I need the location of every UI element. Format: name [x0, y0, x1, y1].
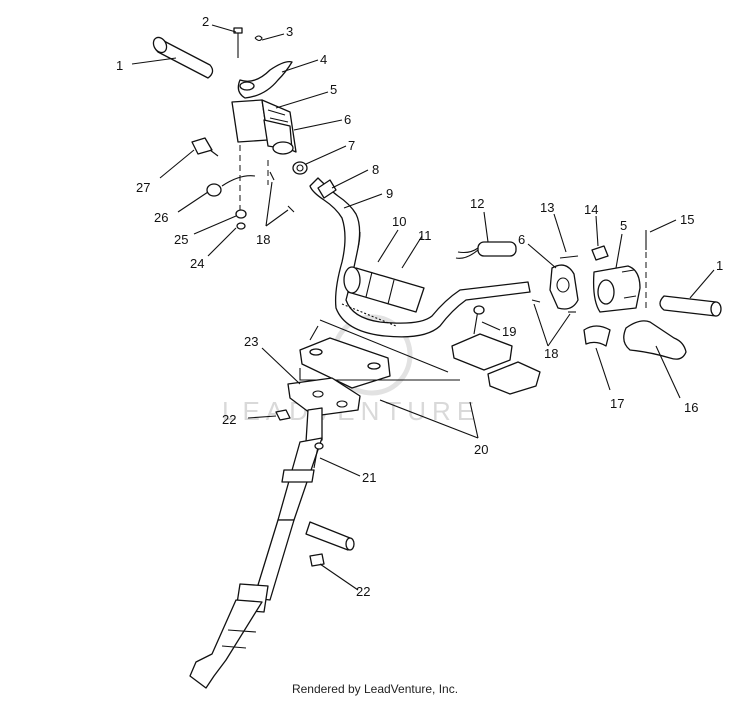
callout-6-left: 6: [344, 112, 351, 127]
part-bolt-top: [233, 27, 243, 58]
part-washer-25: [235, 209, 247, 219]
callout-22-lower: 22: [356, 584, 370, 599]
part-14: [591, 245, 609, 261]
callout-10: 10: [392, 214, 406, 229]
callout-5-left: 5: [330, 82, 337, 97]
footer-credit: Rendered by LeadVenture, Inc.: [291, 682, 459, 696]
part-mount-plate-23: [287, 377, 361, 417]
callouts: 1 2 3 4 5 6 7 8 9 10 11 12 13 14 5 15 1 …: [116, 14, 723, 599]
part-lever-right: [623, 320, 687, 360]
part-bushing: [292, 161, 308, 175]
callout-14: 14: [584, 202, 598, 217]
part-ring: [254, 35, 263, 42]
part-handlebar: [309, 177, 531, 338]
callout-2: 2: [202, 14, 209, 29]
part-switch-housing-left: [231, 99, 297, 155]
callout-17: 17: [610, 396, 624, 411]
callout-27: 27: [136, 180, 150, 195]
callout-6-right: 6: [518, 232, 525, 247]
callout-7: 7: [348, 138, 355, 153]
part-steering-post: [253, 407, 323, 601]
part-screw-18a: [269, 171, 275, 181]
part-housing-right-6: [549, 264, 579, 310]
callout-8: 8: [372, 162, 379, 177]
callout-15: 15: [680, 212, 694, 227]
part-grip-right: [659, 295, 722, 317]
callout-12: 12: [470, 196, 484, 211]
callout-16: 16: [684, 400, 698, 415]
callout-13: 13: [540, 200, 554, 215]
part-spring: [455, 241, 517, 259]
part-screw-18b: [287, 205, 295, 213]
callout-25: 25: [174, 232, 188, 247]
part-wire-13: [559, 255, 579, 259]
part-bolt-19: [473, 305, 485, 335]
callout-1-left: 1: [116, 58, 123, 73]
callout-24: 24: [190, 256, 204, 271]
part-knob-26: [206, 183, 222, 197]
part-grip-left: [152, 36, 214, 79]
callout-22-upper: 22: [222, 412, 236, 427]
callout-20: 20: [474, 442, 488, 457]
callout-26: 26: [154, 210, 168, 225]
part-lever-left: [237, 61, 293, 99]
part-pad: [343, 266, 425, 313]
callout-18-left: 18: [256, 232, 270, 247]
part-bolt-21: [313, 442, 324, 469]
callout-11: 11: [418, 228, 432, 243]
callout-1-right: 1: [716, 258, 723, 273]
part-clamp-17: [583, 325, 611, 347]
part-nut-22a: [275, 409, 291, 421]
leader-lines: [131, 24, 715, 591]
part-switch-housing-right: [592, 265, 641, 313]
callout-23: 23: [244, 334, 258, 349]
part-switch-27: [191, 137, 219, 157]
callout-4: 4: [320, 52, 327, 67]
callout-18-right: 18: [544, 346, 558, 361]
callout-19: 19: [502, 324, 516, 339]
part-nut-22b: [309, 553, 325, 567]
callout-21: 21: [362, 470, 376, 485]
part-screw-18c: [531, 299, 541, 303]
callout-9: 9: [386, 186, 393, 201]
part-peg: [305, 521, 355, 551]
callout-3: 3: [286, 24, 293, 39]
part-riser-clamp-upper: [299, 337, 391, 389]
part-nut-24: [236, 222, 246, 230]
part-steering-arm: [189, 583, 269, 689]
callout-5-right: 5: [620, 218, 627, 233]
part-riser-clamp-lower: [451, 333, 541, 395]
part-clamp-8: [317, 179, 337, 199]
